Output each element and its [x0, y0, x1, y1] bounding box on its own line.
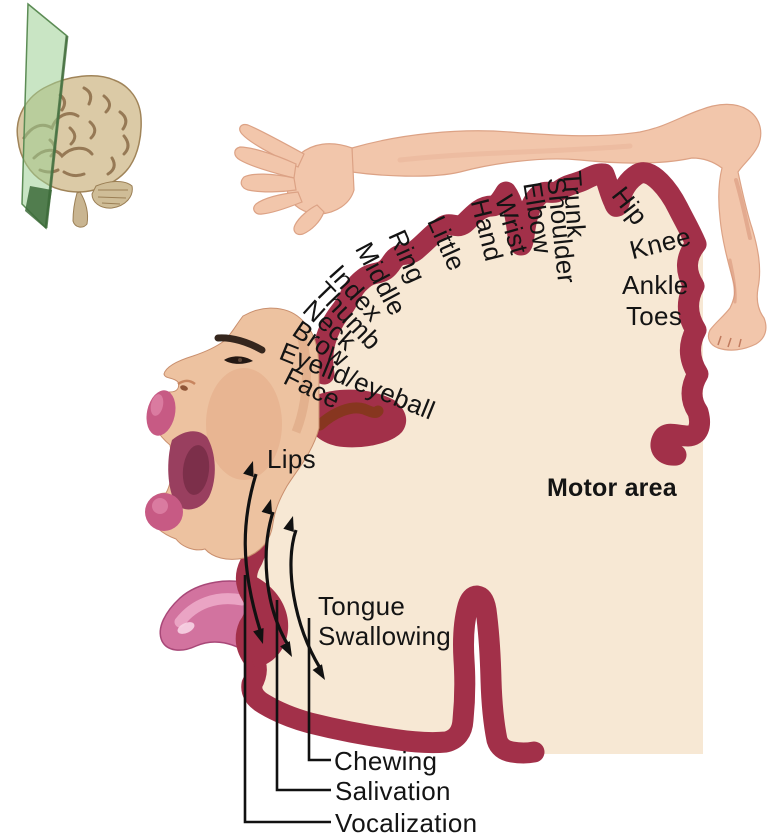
fold-blob	[307, 389, 407, 448]
label-toes: Toes	[626, 301, 683, 331]
toe-lines	[717, 335, 742, 348]
label-salivation: Salivation	[335, 776, 451, 806]
lower-lip-highlight	[152, 498, 168, 514]
curved-arrows	[243, 473, 322, 669]
annotation-lines	[243, 461, 331, 824]
cerebellum-striations	[97, 189, 128, 205]
label-swallowing: Swallowing	[318, 621, 452, 651]
cheek-shading	[206, 368, 282, 480]
arrow-chewing	[289, 529, 322, 669]
hand-fingers	[234, 123, 325, 236]
nostril	[180, 385, 188, 391]
arm-and-leg	[351, 103, 767, 351]
upper-lip-highlight	[150, 394, 164, 416]
arrowheads	[243, 461, 325, 680]
fold-shadow	[314, 402, 384, 431]
label-trunk: Trunk	[557, 169, 592, 239]
motor-area-fill	[250, 172, 703, 754]
leader-chewing	[307, 618, 331, 762]
brainstem-icon	[72, 191, 89, 228]
eye-highlight	[238, 358, 242, 362]
nose-shadow	[177, 379, 196, 386]
tongue-illustration	[159, 580, 259, 658]
label-lips: Lips	[267, 444, 316, 474]
leader-lines	[243, 575, 331, 824]
leader-salivation	[275, 600, 331, 792]
label-ankle: Ankle	[622, 270, 689, 300]
cerebellum-icon	[91, 181, 133, 209]
eyebrow	[214, 334, 266, 354]
label-chewing: Chewing	[334, 746, 438, 776]
arm-leg-illustration	[234, 103, 767, 351]
limb-shading	[397, 143, 752, 304]
label-vocalization: Vocalization	[335, 808, 478, 838]
arrow-vocalization	[243, 473, 262, 631]
leader-vocalization	[243, 575, 331, 824]
face-illustration	[145, 307, 320, 560]
arrow-salivation	[264, 511, 290, 646]
label-tongue: Tongue	[318, 591, 406, 621]
section-plane-bottom	[25, 186, 52, 229]
brain-section-inset	[16, 2, 142, 230]
band-crown	[312, 162, 711, 466]
mouth-shadow	[182, 445, 210, 495]
jaw-shading	[291, 330, 311, 434]
label-motor-area: Motor area	[547, 474, 677, 502]
